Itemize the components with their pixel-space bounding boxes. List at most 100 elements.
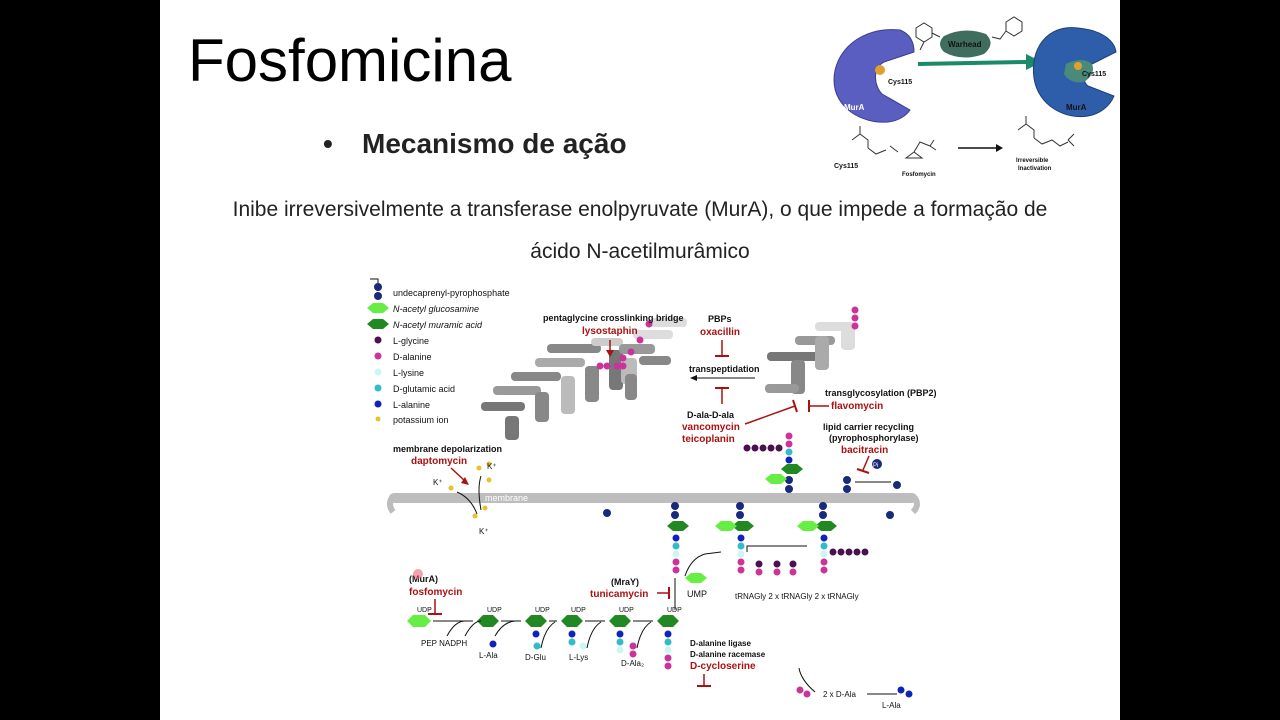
chem-arrowhead (996, 144, 1003, 152)
bacitracin-bar (856, 468, 870, 474)
dala2-b (629, 650, 637, 658)
warhead-shape (940, 30, 991, 58)
two-dala-dot-2 (803, 690, 811, 698)
lipid-ii-outer (743, 432, 803, 484)
cys-chem-label: Cys115 (834, 163, 858, 170)
pentaglycine-label: pentaglycine crosslinking bridge (543, 313, 684, 323)
k-ion-6 (482, 505, 488, 511)
k-ion-5 (472, 513, 478, 519)
legend-glycine-icon (374, 336, 382, 344)
legend-p-icon-2 (374, 292, 382, 300)
body-text-line2: ácido N-acetilmurâmico (530, 240, 750, 263)
cys-right-marker (1074, 62, 1082, 70)
svg-text:UDP: UDP (417, 607, 432, 614)
racemase-label: D-alanine racemase (690, 650, 766, 659)
peptidoglycan-mesh (481, 318, 687, 440)
k-label-2: K⁺ (487, 462, 497, 471)
nascent-mesh (765, 306, 859, 394)
glcnac-arrow (684, 551, 722, 577)
lipid-p-markers (603, 476, 901, 519)
bacitracin-label: bacitracin (841, 445, 888, 456)
k-ion-2 (476, 465, 482, 471)
vancomycin-bar (792, 399, 798, 413)
daptomycin-arrowhead (461, 477, 469, 485)
svg-text:UDP: UDP (487, 607, 502, 614)
lala-label: L-Ala (479, 651, 498, 660)
legend-murnac-icon (367, 319, 389, 329)
pbps-label: PBPs (708, 314, 732, 324)
crossbridge-dots (596, 320, 653, 370)
lala-source-1 (897, 686, 905, 694)
pyrophosphorylase-label: (pyrophosphorylase) (829, 433, 919, 443)
product-structure (1017, 116, 1075, 147)
svg-text:UDP: UDP (619, 607, 634, 614)
llys-input (579, 642, 587, 650)
dglu-label: D-Glu (525, 653, 546, 662)
membrane-label: membrane (485, 493, 528, 503)
slide: Fosfomicina • Mecanismo de ação Inibe ir… (160, 0, 1120, 720)
svg-text:UDP: UDP (571, 607, 586, 614)
membrane-bar (389, 493, 917, 503)
two-dala-dot-1 (796, 686, 804, 694)
legend-label-7: L-alanine (393, 400, 430, 410)
legend-label-3: L-glycine (393, 336, 429, 346)
pi-label: Pi (873, 463, 878, 469)
k-efflux-arrow (456, 491, 478, 515)
k-ion-3 (486, 477, 492, 483)
transglyco-label: transglycosylation (PBP2) (825, 388, 937, 398)
lipid-ii-stack-2 (715, 521, 754, 574)
mura-left-label: MurA (844, 103, 865, 112)
ump-label: UMP (687, 589, 707, 599)
legend-label-8: potassium ion (393, 415, 449, 425)
mura-inactivation-figure: Cys115 MurA Warhead Cys115 MurA Cys115 F… (833, 16, 1117, 178)
lipid-recycling-label: lipid carrier recycling (823, 422, 914, 432)
glcnac-free (685, 573, 707, 583)
daptomycin-arrow (450, 467, 466, 482)
bound-warhead (1064, 60, 1093, 83)
lipid-ii-stack-1 (667, 521, 689, 574)
transpeptidation-arrowhead (690, 375, 697, 381)
svg-text:UDP: UDP (535, 607, 550, 614)
lala-source-2 (905, 690, 913, 698)
reaction-arrow (917, 60, 1027, 66)
lala-source-label: L-Ala (882, 701, 901, 710)
bacitracin-inhibit (862, 455, 870, 471)
transpeptidation-label: transpeptidation (689, 364, 760, 374)
dala2-label: D-Ala₂ (621, 659, 644, 668)
bullet-symbol: • (323, 128, 333, 159)
legend-glcnac-icon (367, 303, 389, 313)
k-label-1: K⁺ (433, 478, 443, 487)
fosfomycin-structure (904, 139, 937, 159)
mura-highlight-marker (413, 569, 423, 579)
two-dala-label: 2 x D-Ala (823, 690, 856, 699)
udp-sugar-chain (407, 615, 679, 670)
k-ion-1 (448, 485, 454, 491)
mura-label: (MurA) (409, 574, 438, 584)
legend-dglutamic-icon (374, 384, 382, 392)
body-text-line1: Inibe irreversivelmente a transferase en… (232, 198, 1048, 221)
membrane-depol-label: membrane depolarization (393, 444, 502, 454)
dala-up-arrow (798, 667, 816, 693)
legend-label-1: N-acetyl glucosamine (393, 304, 479, 314)
trna-label: tRNAGly 2 x tRNAGly 2 x tRNAGly (735, 592, 859, 601)
legend: undecaprenyl-pyrophosphate N-acetyl gluc… (367, 278, 510, 425)
legend-llysine-icon (374, 368, 382, 376)
dglu-input (533, 642, 541, 650)
k-label-3: K⁺ (479, 527, 489, 536)
legend-potassium-icon (375, 416, 381, 422)
legend-lalanine-icon (374, 400, 382, 408)
legend-p-icon-1 (374, 283, 382, 291)
cys-left-marker (875, 65, 885, 75)
cycloserine-label: D-cycloserine (690, 661, 756, 672)
dala-label: D-ala-D-ala (687, 410, 735, 420)
vancomycin-inhibit (744, 405, 796, 425)
lysostaphin-label: lysostaphin (582, 326, 638, 337)
warhead-molecule-left (915, 22, 941, 51)
fosfomycin-label: fosfomycin (409, 587, 462, 598)
glycine-addition (746, 545, 807, 576)
k-efflux-arrow-2 (478, 475, 482, 511)
legend-dalanine-icon (374, 352, 382, 360)
membrane-left-curve (387, 494, 396, 514)
cys-chem-structure (851, 126, 899, 155)
slide-title: Fosfomicina (188, 27, 512, 94)
